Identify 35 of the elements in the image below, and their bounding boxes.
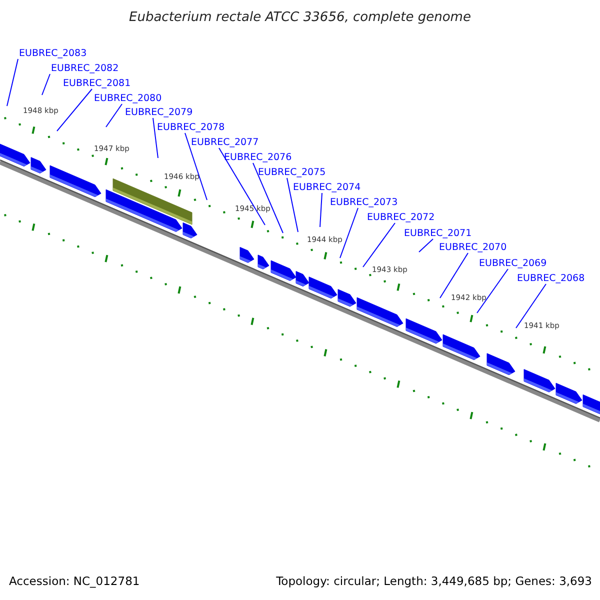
gene-label: EUBREC_2083 [19, 49, 87, 58]
gene-label: EUBREC_2078 [157, 123, 225, 132]
leader-line [252, 162, 284, 234]
leader-line [152, 118, 158, 158]
gene-label: EUBREC_2070 [439, 243, 507, 252]
gene-label: EUBREC_2082 [51, 64, 119, 74]
gene-label: EUBREC_2077 [191, 138, 259, 148]
leader-line [516, 284, 546, 328]
leader-line [218, 148, 266, 226]
leader-line [56, 88, 92, 132]
title: Eubacterium rectale ATCC 33656, complete genome [128, 11, 472, 24]
gene-label: EUBREC_2076 [224, 153, 292, 162]
leader-line [440, 252, 468, 298]
gene-label: EUBREC_2073 [330, 198, 398, 208]
leader-line [418, 238, 434, 252]
gene-label: EUBREC_2068 [517, 274, 585, 284]
leader-line [362, 222, 396, 268]
leader-line [340, 208, 358, 258]
gene-label: EUBREC_2074 [293, 183, 361, 192]
leader-line [286, 178, 298, 232]
leader-line [6, 58, 18, 106]
gene-label: EUBREC_2071 [404, 229, 472, 238]
gene-label: EUBREC_2072 [367, 213, 435, 222]
footer-text: Topology: circular; Length: 3,449,685 bp; Genes: 3,693 [276, 576, 592, 588]
leader-line [320, 192, 322, 228]
gene-label: EUBREC_2079 [125, 108, 193, 118]
gene-label: EUBREC_2075 [258, 168, 326, 178]
gene-label: EUBREC_2069 [479, 259, 547, 268]
footer-text: Accession: NC_012781 [9, 576, 140, 588]
leader-line [42, 74, 50, 96]
leader-line [476, 268, 508, 314]
leader-line [106, 104, 122, 128]
gene-label: EUBREC_2080 [94, 94, 162, 104]
leader-line [184, 132, 208, 200]
gene-label: EUBREC_2081 [63, 79, 131, 88]
